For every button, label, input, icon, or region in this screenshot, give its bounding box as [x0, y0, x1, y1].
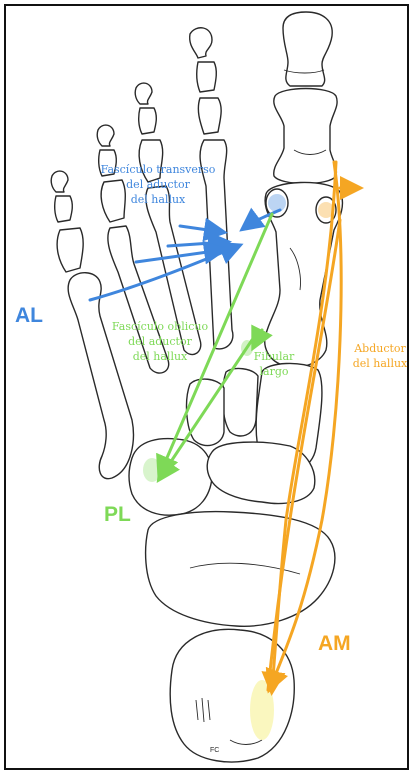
hallux-proximal-phalanx [274, 89, 337, 184]
second-toe-distal [190, 28, 212, 58]
al-label: AL [15, 304, 43, 327]
fifth-toe-distal [51, 171, 68, 192]
cuboid-highlight [143, 458, 161, 482]
sesamoid-highlight-lateral [268, 194, 286, 212]
fifth-toe-proximal [57, 228, 83, 272]
svg-text:Abductor: Abductor [353, 342, 406, 355]
talus [146, 512, 335, 627]
svg-text:Fascículo transverso: Fascículo transverso [101, 163, 216, 176]
svg-text:largo: largo [260, 365, 289, 378]
am-label: AM [318, 632, 351, 655]
second-toe-middle [197, 62, 217, 92]
svg-text:del aductor: del aductor [128, 335, 192, 348]
svg-text:Fascículo oblicuo: Fascículo oblicuo [112, 320, 209, 333]
svg-text:Fibular: Fibular [254, 350, 295, 363]
abductor-label: Abductor del hallux [353, 342, 408, 370]
fifth-metatarsal [68, 273, 133, 479]
svg-text:del hallux: del hallux [133, 350, 188, 363]
fourth-toe-proximal [101, 180, 125, 222]
svg-text:del hallux: del hallux [353, 357, 408, 370]
fourth-toe-distal [97, 125, 114, 146]
fc-label: FC [210, 747, 219, 754]
hallux-distal-phalanx [283, 12, 332, 86]
pl-label: PL [104, 503, 131, 526]
fifth-toe-middle [55, 196, 73, 222]
third-toe-middle [139, 108, 157, 134]
second-toe-proximal [198, 98, 221, 134]
svg-text:del hallux: del hallux [131, 193, 186, 206]
third-toe-distal [135, 83, 152, 104]
fibular-arrow [254, 330, 262, 346]
svg-text:del aductor: del aductor [126, 178, 190, 191]
